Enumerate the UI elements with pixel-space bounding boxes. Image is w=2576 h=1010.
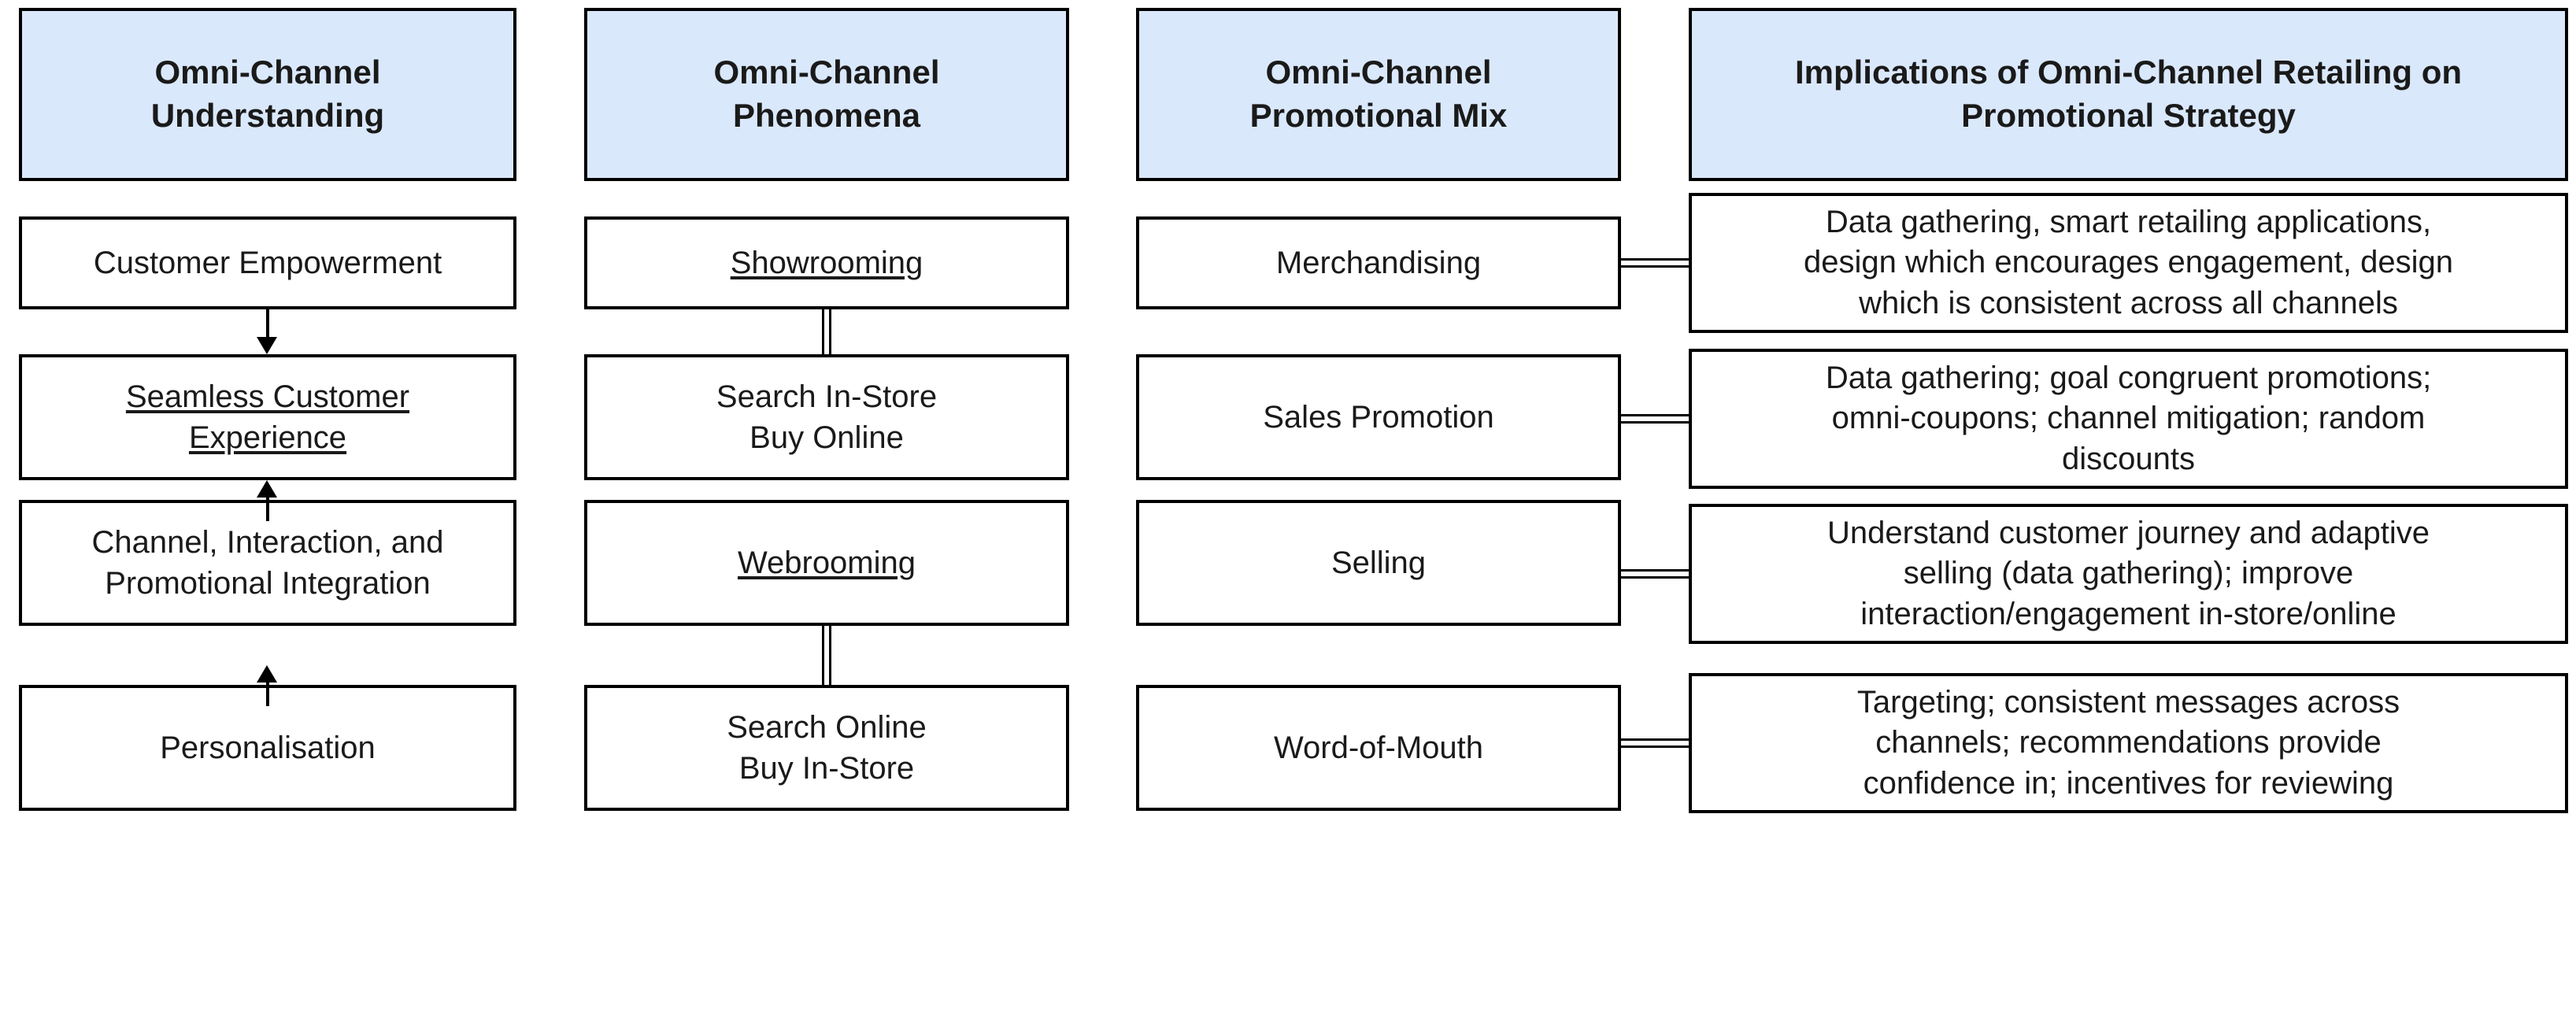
connector-word-of-mouth-to-implication bbox=[1618, 738, 1692, 748]
arrow-empowerment-to-seamless-line bbox=[266, 309, 269, 341]
node-label: Merchandising bbox=[1275, 246, 1482, 280]
node-word-of-mouth[interactable]: Word-of-Mouth bbox=[1136, 685, 1621, 811]
node-label: Targeting; consistent messages across ch… bbox=[1856, 685, 2400, 801]
node-merchandising[interactable]: Merchandising bbox=[1136, 216, 1621, 309]
arrow-personalisation-to-integration-line bbox=[266, 683, 269, 706]
node-implication-merchandising[interactable]: Data gathering, smart retailing applicat… bbox=[1689, 193, 2568, 333]
node-implication-word-of-mouth[interactable]: Targeting; consistent messages across ch… bbox=[1689, 673, 2568, 813]
arrow-personalisation-to-integration-head bbox=[257, 665, 277, 683]
node-label: Customer Empowerment bbox=[93, 246, 442, 280]
node-label: Data gathering; goal congruent promotion… bbox=[1825, 361, 2432, 476]
connector-merchandising-to-implication bbox=[1618, 258, 1692, 268]
connector-selling-to-implication bbox=[1618, 569, 1692, 579]
node-label: Personalisation bbox=[160, 731, 376, 765]
connector-webrooming-to-search-online bbox=[822, 623, 831, 686]
node-implication-sales-promotion[interactable]: Data gathering; goal congruent promotion… bbox=[1689, 349, 2568, 489]
header-label: Omni-Channel Phenomena bbox=[713, 54, 940, 134]
node-seamless-customer-experience[interactable]: Seamless Customer Experience bbox=[19, 354, 516, 480]
node-label: Search In-Store Buy Online bbox=[716, 379, 938, 455]
header-label: Omni-Channel Promotional Mix bbox=[1249, 54, 1508, 134]
node-webrooming[interactable]: Webrooming bbox=[584, 500, 1069, 626]
node-label: Showrooming bbox=[730, 246, 923, 280]
node-label: Seamless Customer Experience bbox=[125, 379, 410, 455]
node-label: Channel, Interaction, and Promotional In… bbox=[91, 525, 444, 601]
connector-showrooming-to-search-in-store bbox=[822, 307, 831, 356]
arrow-integration-to-seamless-line bbox=[266, 498, 269, 521]
node-search-online-buy-in-store[interactable]: Search Online Buy In-Store bbox=[584, 685, 1069, 811]
node-customer-empowerment[interactable]: Customer Empowerment bbox=[19, 216, 516, 309]
header-label: Omni-Channel Understanding bbox=[150, 54, 385, 134]
node-label: Data gathering, smart retailing applicat… bbox=[1803, 205, 2454, 320]
header-implications-promotional-strategy: Implications of Omni-Channel Retailing o… bbox=[1689, 8, 2568, 181]
node-implication-selling[interactable]: Understand customer journey and adaptive… bbox=[1689, 504, 2568, 644]
header-label: Implications of Omni-Channel Retailing o… bbox=[1794, 54, 2463, 134]
node-label: Webrooming bbox=[737, 546, 916, 580]
node-label: Sales Promotion bbox=[1263, 400, 1494, 435]
node-label: Understand customer journey and adaptive… bbox=[1827, 516, 2430, 631]
header-omni-channel-phenomena: Omni-Channel Phenomena bbox=[584, 8, 1069, 181]
node-selling[interactable]: Selling bbox=[1136, 500, 1621, 626]
connector-sales-promotion-to-implication bbox=[1618, 414, 1692, 424]
arrow-integration-to-seamless-head bbox=[257, 480, 277, 498]
node-showrooming[interactable]: Showrooming bbox=[584, 216, 1069, 309]
node-label: Word-of-Mouth bbox=[1273, 731, 1483, 765]
arrow-empowerment-to-seamless-head bbox=[257, 337, 277, 354]
header-omni-channel-understanding: Omni-Channel Understanding bbox=[19, 8, 516, 181]
node-search-in-store-buy-online[interactable]: Search In-Store Buy Online bbox=[584, 354, 1069, 480]
node-label: Search Online Buy In-Store bbox=[727, 710, 927, 786]
node-sales-promotion[interactable]: Sales Promotion bbox=[1136, 354, 1621, 480]
header-omni-channel-promotional-mix: Omni-Channel Promotional Mix bbox=[1136, 8, 1621, 181]
node-label: Selling bbox=[1331, 546, 1427, 580]
